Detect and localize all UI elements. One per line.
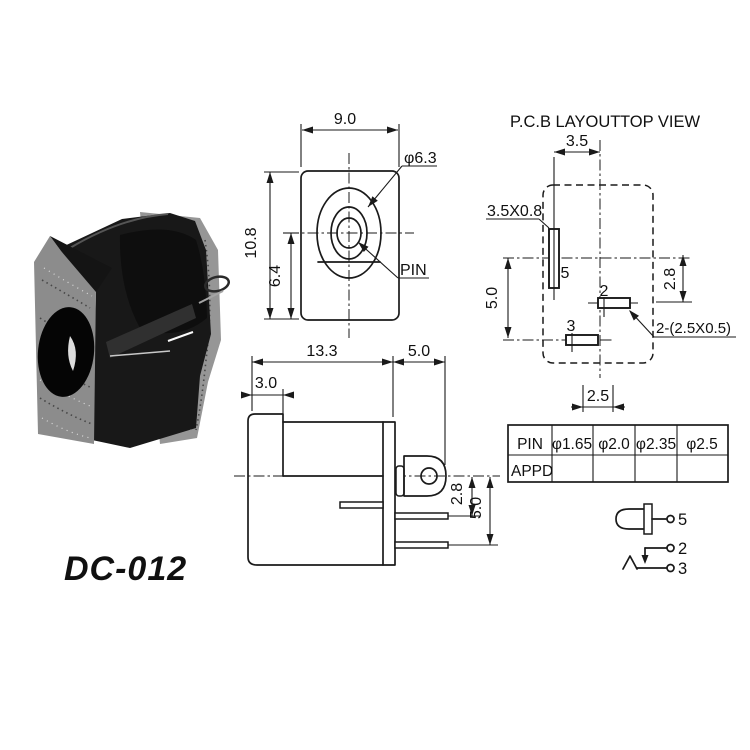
table-cell-dia2: φ2.0	[598, 436, 630, 453]
front-outline	[300, 170, 400, 321]
photo-flange-bevel	[50, 236, 112, 292]
front-view: 9.0 10.8 6.4 φ6.3 PIN	[243, 111, 437, 338]
component-photo	[34, 212, 231, 448]
pcb-dim-right: 2.8	[662, 268, 679, 290]
side-view: 13.3 5.0 3.0 2.8 5.0	[234, 343, 500, 566]
pcb-slot-pin3	[565, 334, 599, 346]
schematic-symbol: 5 2 3	[615, 503, 687, 578]
side-terminal-hole	[420, 467, 438, 485]
front-pin-label: PIN	[400, 262, 427, 279]
schematic-pin3-label: 3	[678, 560, 687, 578]
side-outline	[247, 413, 396, 566]
spec-table: PIN φ1.65 φ2.0 φ2.35 φ2.5 APPD	[507, 424, 729, 483]
table-cell-dia3: φ2.35	[636, 436, 676, 453]
pcb-pin2-number: 2	[600, 283, 609, 300]
side-dim-body: 13.3	[306, 343, 337, 360]
pcb-pin3-number: 3	[567, 318, 576, 335]
photo-hole	[37, 307, 95, 397]
schematic-terminal-2	[666, 543, 675, 553]
side-pin-b	[394, 541, 449, 549]
side-pin-left	[339, 501, 384, 509]
schematic-switch-arrow	[641, 555, 649, 564]
photo-highlight	[167, 331, 194, 342]
front-dia-label: φ6.3	[404, 150, 437, 167]
model-label: DC-012	[64, 550, 187, 588]
front-dim-height: 10.8	[243, 227, 260, 258]
pcb-dimensions: 3.5 3.5X0.8 5.0 2.8 2.5 2-(2.5X0.5)	[484, 133, 736, 412]
schematic-terminal-3	[666, 563, 675, 573]
pcb-layout-view: P.C.B LAYOUT TOP VIEW 5 2 3 3.5 3.5X0.8	[484, 113, 736, 412]
schematic-pin2-label: 2	[678, 540, 687, 558]
pcb-slot2-label: 2-(2.5X0.5)	[656, 320, 731, 337]
schematic-plug-tip	[615, 508, 647, 530]
photo-terminal-pin	[198, 275, 231, 304]
schematic-plug-bar	[643, 503, 653, 535]
pcb-dim-top: 3.5	[566, 133, 588, 150]
photo-step	[106, 304, 196, 358]
side-dim-pin: 5.0	[408, 343, 430, 360]
table-cell-dia4: φ2.5	[686, 436, 718, 453]
pcb-dim-left: 5.0	[484, 287, 501, 309]
table-cell-dia1: φ1.65	[552, 436, 592, 453]
pcb-dim-bottom: 2.5	[587, 388, 609, 405]
front-dimensions: 9.0 10.8 6.4 φ6.3 PIN	[243, 111, 437, 320]
side-terminal	[395, 455, 447, 497]
pcb-slot-label: 3.5X0.8	[487, 203, 542, 220]
photo-hole-glint	[68, 336, 76, 371]
side-dim-flange: 3.0	[255, 375, 277, 392]
top-view-title: TOP VIEW	[620, 113, 701, 131]
side-dim-pin-offset1: 2.8	[449, 483, 466, 505]
schematic-pin5-label: 5	[678, 511, 687, 529]
table-cell-appd: APPD	[511, 463, 553, 480]
side-dim-pin-offset2: 5.0	[468, 497, 485, 519]
front-dim-width: 9.0	[334, 111, 356, 128]
pcb-slot-pin2	[597, 297, 631, 309]
schematic-terminal-5	[666, 514, 675, 524]
side-dimensions: 13.3 5.0 3.0 2.8 5.0	[241, 343, 498, 546]
pcb-pin5-number: 5	[561, 265, 570, 282]
front-dim-inner: 6.4	[267, 265, 284, 287]
pcb-title: P.C.B LAYOUT	[510, 113, 620, 131]
side-pin-a	[394, 512, 449, 520]
pcb-outline	[542, 184, 654, 364]
schematic-spring-contact	[622, 555, 638, 570]
table-header-pin: PIN	[517, 436, 543, 453]
